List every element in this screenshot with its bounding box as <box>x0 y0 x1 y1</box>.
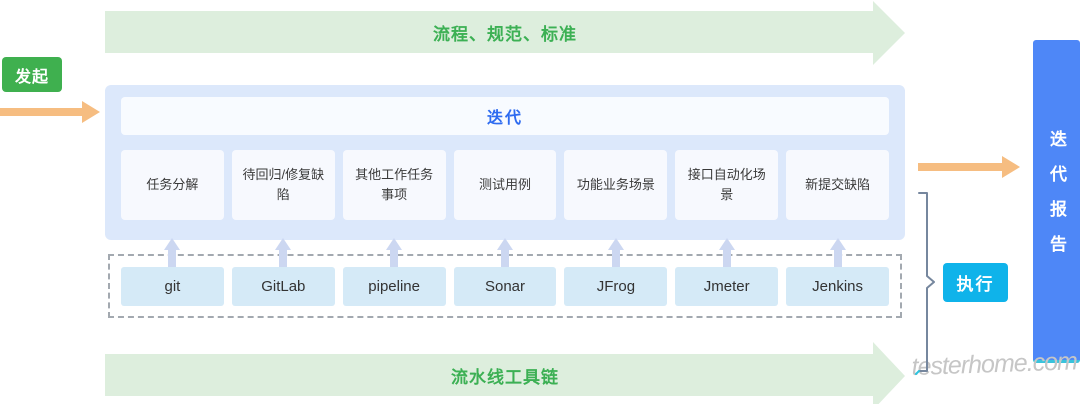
iteration-report-box: 迭代报告 <box>1033 40 1080 363</box>
brace-icon <box>915 192 935 375</box>
top-banner-label: 流程、规范、标准 <box>433 24 577 44</box>
top-banner-arrowhead-icon <box>873 1 905 65</box>
report-flow-arrowhead-icon <box>1002 156 1020 178</box>
task-row: 任务分解 待回归/修复缺陷 其他工作任务事项 测试用例 功能业务场景 接口自动化… <box>121 150 890 220</box>
task-box-other-work-items: 其他工作任务事项 <box>342 150 446 220</box>
tool-box-jmeter: Jmeter <box>675 267 779 306</box>
up-arrow-icon <box>164 238 181 268</box>
iteration-report-label: 迭代报告 <box>1047 130 1066 270</box>
top-banner-arrow <box>105 11 873 53</box>
bottom-banner-label: 流水线工具链 <box>451 367 559 387</box>
tool-box-pipeline: pipeline <box>342 267 446 306</box>
up-arrow-icon <box>275 238 292 268</box>
tool-box-jfrog: JFrog <box>564 267 668 306</box>
tool-box-sonar: Sonar <box>453 267 557 306</box>
up-arrow-icon <box>607 238 624 268</box>
task-box-api-automation-scenarios: 接口自动化场景 <box>675 150 779 220</box>
task-box-new-defects: 新提交缺陷 <box>786 150 890 220</box>
tool-box-jenkins: Jenkins <box>786 267 890 306</box>
execute-box: 执行 <box>943 263 1008 302</box>
up-arrow-icon <box>497 238 513 268</box>
initiate-flow-arrowhead-icon <box>82 101 100 123</box>
up-arrow-icon <box>386 238 403 268</box>
up-arrow-icon <box>829 238 846 268</box>
tool-row: git GitLab pipeline Sonar JFrog Jmeter J… <box>121 267 890 306</box>
task-box-task-breakdown: 任务分解 <box>121 150 224 220</box>
up-arrow-icon <box>718 238 735 268</box>
bottom-banner-arrowhead-icon <box>873 342 905 404</box>
task-box-test-cases: 测试用例 <box>453 150 557 220</box>
task-box-regression-fix-defects: 待回归/修复缺陷 <box>231 150 335 220</box>
initiate-box: 发起 <box>2 57 62 92</box>
report-flow-arrow-icon <box>918 163 1002 171</box>
task-box-functional-business-scenarios: 功能业务场景 <box>564 150 668 220</box>
tool-box-gitlab: GitLab <box>231 267 335 306</box>
iteration-title: 迭代 <box>121 97 889 135</box>
tool-box-git: git <box>121 267 224 306</box>
tool-up-arrow-row <box>121 238 889 268</box>
bottom-banner-arrow <box>105 354 873 396</box>
initiate-flow-arrow-icon <box>0 108 82 116</box>
iteration-container: 迭代 任务分解 待回归/修复缺陷 其他工作任务事项 测试用例 功能业务场景 接口… <box>105 85 905 240</box>
